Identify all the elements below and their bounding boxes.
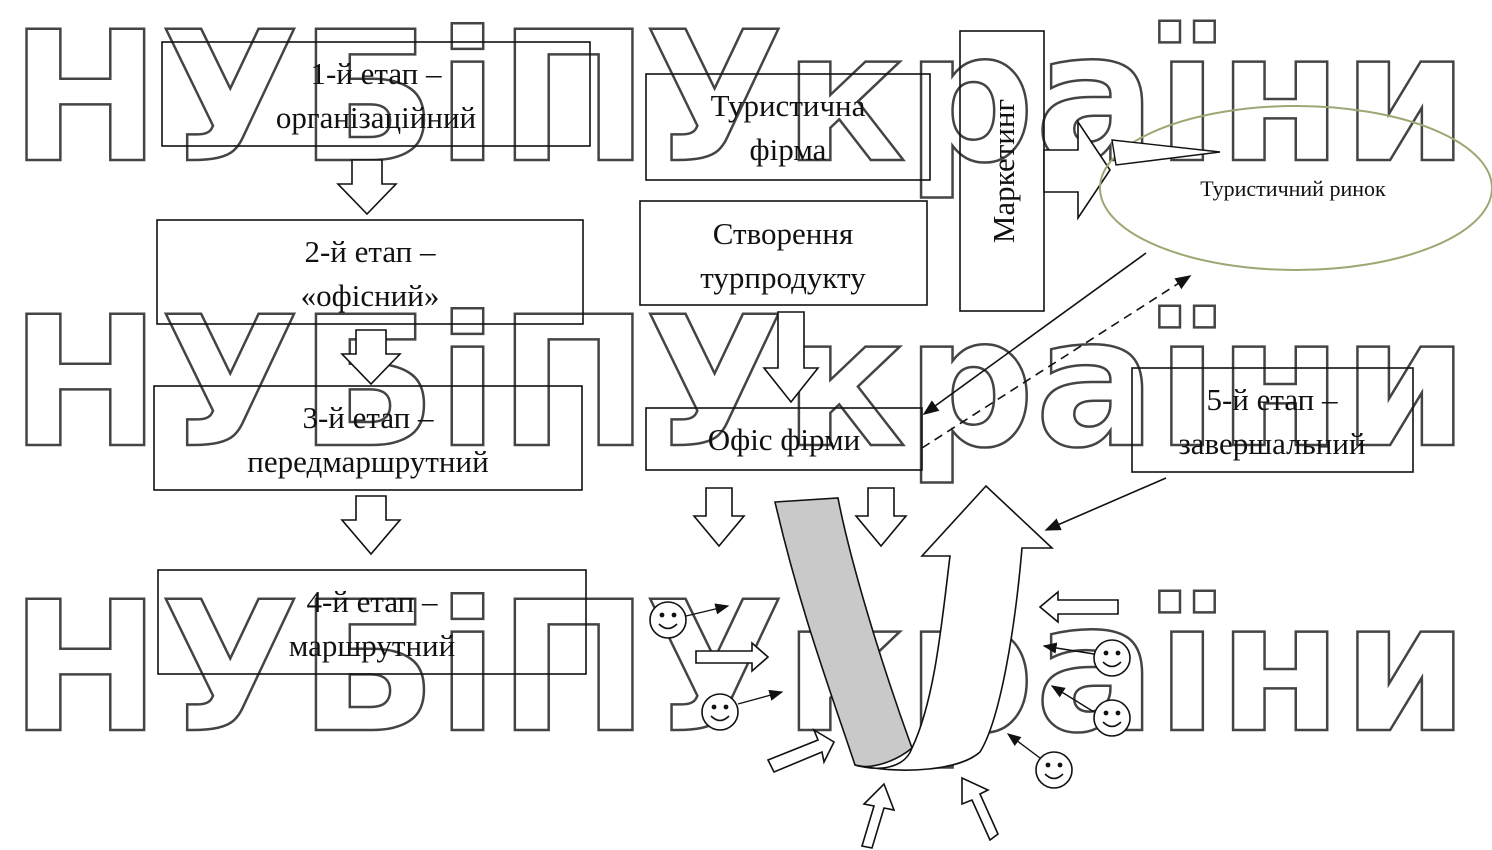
stage-2-line-2: «офісний» bbox=[301, 278, 440, 313]
stage-5-line-1: 5-й етап – bbox=[1206, 382, 1338, 417]
stage-2-line-1: 2-й етап – bbox=[304, 234, 436, 269]
stage-3-to-4-arrow bbox=[342, 496, 400, 554]
tourist-left-1 bbox=[650, 602, 686, 638]
tourist-right-2 bbox=[1094, 700, 1130, 736]
tourist-left-2 bbox=[702, 694, 738, 730]
bottom-arrow-right bbox=[962, 778, 998, 840]
product-creation-line-1: Створення bbox=[713, 216, 853, 251]
firm-office-label: Офіс фірми bbox=[708, 422, 861, 457]
tourist-right-1 bbox=[1094, 640, 1130, 676]
office-down-arrow-left bbox=[694, 488, 744, 546]
product-creation-line-2: турпродукту bbox=[700, 260, 866, 295]
stage-5-line-2: завершальний bbox=[1179, 426, 1366, 461]
tourist-right-3 bbox=[1036, 752, 1072, 788]
stage-4-line-1: 4-й етап – bbox=[306, 584, 438, 619]
tourist-market-label: Туристичний ринок bbox=[1200, 176, 1386, 201]
stage-1-line-1: 1-й етап – bbox=[310, 56, 442, 91]
stage-3-line-1: 3-й етап – bbox=[302, 400, 434, 435]
tourist-firm-line-1: Туристична bbox=[711, 88, 866, 123]
stage-4-line-2: маршрутний bbox=[289, 628, 455, 663]
tourist-firm-line-2: фірма bbox=[750, 132, 827, 167]
stage-3-line-2: передмаршрутний bbox=[247, 444, 488, 479]
office-down-arrow-right bbox=[856, 488, 906, 546]
stage-1-line-2: організаційний bbox=[276, 100, 476, 135]
bottom-arrow-center bbox=[862, 784, 894, 848]
marketing-label: Маркетинг bbox=[986, 99, 1021, 243]
